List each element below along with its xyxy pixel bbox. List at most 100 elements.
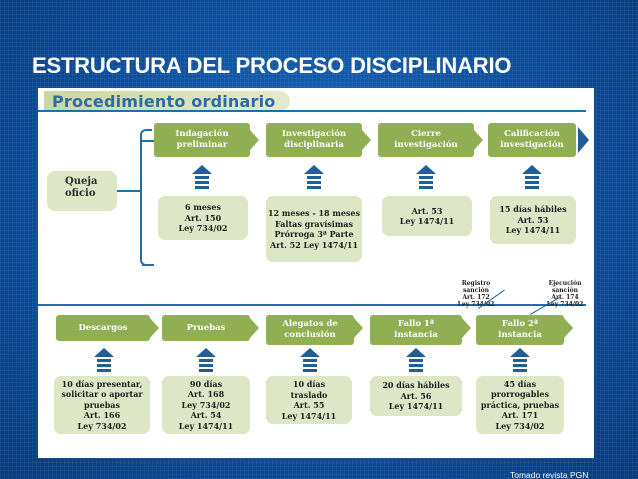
info-line: Ley 734/02	[181, 399, 231, 410]
info-line: Faltas gravísimas	[274, 218, 353, 229]
stage-label: Investigación disciplinaria	[281, 129, 347, 150]
info-line: pruebas	[84, 399, 120, 410]
info-box-descargos: 10 días presentar, solicitar o aportar p…	[54, 376, 150, 434]
info-line: Ley 1474/11	[281, 410, 337, 421]
arrow-up-icon	[190, 165, 214, 189]
info-line: 45 días	[503, 378, 537, 389]
note-line: sanción	[463, 287, 489, 294]
slide-title: ESTRUCTURA DEL PROCESO DISCIPLINARIO	[32, 53, 512, 78]
info-line: Art. 54	[190, 410, 222, 421]
info-box-investigacion: 12 meses - 18 meses Faltas gravísimas Pr…	[266, 196, 362, 262]
chevron-right-icon	[362, 130, 371, 150]
panel-edge	[586, 88, 594, 283]
info-box-calificacion: 15 días hábiles Art. 53 Ley 1474/11	[490, 196, 576, 244]
info-line: Art. 56	[400, 390, 432, 401]
stage-label: Fallo 1ª instancia	[394, 319, 438, 340]
info-line: 90 días	[189, 378, 223, 389]
stage-investigacion: Investigación disciplinaria	[266, 123, 362, 157]
info-line: Art. 52 Ley 1474/11	[269, 239, 359, 250]
note-line: Registro	[461, 280, 491, 287]
stage-cierre: Cierre investigación	[378, 123, 474, 157]
note-line: Ley 734/02	[546, 301, 584, 308]
info-box-indagacion: 6 meses Art. 150 Ley 734/02	[158, 196, 248, 240]
info-line: Ley 1474/11	[399, 216, 455, 226]
info-line: Ley 734/02	[495, 420, 545, 431]
ejecucion-sancion-note: Ejecución sanción Art. 174 Ley 734/02	[540, 280, 590, 308]
info-box-pruebas: 90 días Art. 168 Ley 734/02 Art. 54 Ley …	[162, 376, 250, 434]
arrow-up-icon	[508, 348, 532, 372]
chevron-right-icon	[462, 318, 471, 338]
chevron-right-icon	[474, 130, 483, 150]
note-line: Ejecución	[548, 280, 582, 287]
chevron-right-icon	[250, 318, 259, 338]
stage-label: Fallo 2ª instancia	[498, 319, 542, 340]
info-line: Art. 150	[184, 212, 222, 223]
info-line: Ley 1474/11	[178, 420, 234, 431]
stage-label: Alegatos de conclusión	[282, 319, 338, 340]
bottom-rail-line	[38, 304, 586, 306]
chevron-right-icon	[564, 318, 573, 338]
chevron-right-icon	[150, 318, 159, 338]
info-line: Art. 55	[293, 400, 325, 410]
chevron-right-icon	[250, 130, 259, 150]
arrow-up-icon	[302, 165, 326, 189]
bracket	[140, 129, 152, 266]
stage-alegatos: Alegatos de conclusión	[266, 315, 354, 345]
info-box-fallo-2: 45 días prorrogables práctica, pruebas A…	[476, 376, 564, 434]
info-line: Ley 734/02	[178, 223, 228, 234]
chevron-right-icon	[354, 318, 363, 338]
stage-fallo-2: Fallo 2ª instancia	[476, 315, 564, 345]
bracket-tick	[142, 140, 154, 142]
info-line: Art. 53	[411, 205, 443, 216]
info-line: solicitar o aportar	[61, 389, 143, 400]
note-line: Ley 734/02	[457, 301, 495, 308]
arrow-up-icon	[298, 348, 322, 372]
info-line: prorrogables	[491, 389, 549, 400]
note-line: sanción	[552, 287, 578, 294]
start-box: Queja oficio	[47, 171, 117, 211]
info-line: Ley 1474/11	[388, 401, 444, 412]
arrow-up-icon	[520, 165, 544, 189]
stage-label: Indagación preliminar	[175, 129, 229, 150]
info-line: práctica, pruebas	[480, 399, 560, 410]
source-note: Tomado revista PGN	[510, 470, 589, 479]
info-line: Art. 166	[83, 410, 121, 421]
arrow-up-icon	[414, 165, 438, 189]
arrow-up-icon	[194, 348, 218, 372]
stage-descargos: Descargos	[56, 315, 150, 341]
arrow-right-icon	[578, 127, 589, 153]
info-line: Art. 168	[187, 389, 225, 400]
start-box-line: oficio	[65, 188, 96, 199]
start-box-line: Queja	[65, 176, 98, 187]
info-line: Art. 171	[501, 410, 539, 421]
info-line: 6 meses	[184, 202, 221, 213]
info-line: 10 días	[292, 379, 326, 389]
bracket-tick	[142, 264, 154, 266]
stage-pruebas: Pruebas	[162, 315, 250, 341]
top-rail-line	[38, 110, 586, 112]
stage-fallo-1: Fallo 1ª instancia	[370, 315, 462, 345]
info-box-alegatos: 10 días traslado Art. 55 Ley 1474/11	[266, 376, 352, 424]
info-line: Art. 53	[517, 214, 549, 225]
info-line: 15 días hábiles	[499, 204, 567, 215]
note-line: Art. 174	[551, 294, 579, 301]
stage-label: Cierre investigación	[394, 129, 458, 150]
stage-label: Calificación investigación	[500, 129, 564, 150]
registro-sancion-note: Registro sanción Art. 172 Ley 734/02	[452, 280, 500, 308]
info-box-fallo-1: 20 días hábiles Art. 56 Ley 1474/11	[370, 376, 462, 416]
info-line: 10 días presentar,	[61, 378, 143, 389]
arrow-up-icon	[404, 348, 428, 372]
info-line: Ley 1474/11	[505, 225, 561, 236]
info-line: Prórroga 3ª Parte	[274, 229, 354, 239]
info-line: 12 meses - 18 meses	[267, 208, 361, 218]
info-line: Ley 734/02	[77, 420, 127, 431]
info-box-cierre: Art. 53 Ley 1474/11	[382, 196, 472, 236]
stage-label: Descargos	[78, 322, 128, 333]
stage-indagacion: Indagación preliminar	[154, 123, 250, 157]
procedure-title: Procedimiento ordinario	[52, 92, 276, 111]
procedure-title-banner: Procedimiento ordinario	[44, 91, 290, 111]
stage-label: Pruebas	[186, 322, 226, 333]
arrow-up-icon	[92, 348, 116, 372]
stage-calificacion: Calificación investigación	[488, 123, 576, 157]
info-line: 20 días hábiles	[382, 380, 450, 391]
